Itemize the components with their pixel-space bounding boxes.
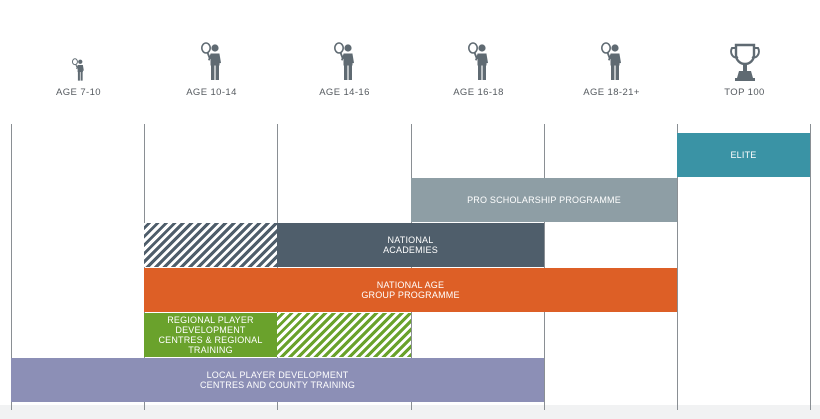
column-divider — [544, 124, 545, 410]
stage-column: AGE 10-14 — [145, 38, 279, 100]
stage-label: AGE 7-10 — [56, 87, 101, 98]
programme-bar: PRO SCHOLARSHIP PROGRAMME — [411, 178, 677, 222]
programme-label: ELITE — [730, 150, 757, 160]
programme-label: PRO SCHOLARSHIP PROGRAMME — [467, 195, 621, 205]
programme-bar: ELITE — [677, 133, 810, 177]
stage-column: AGE 14-16 — [278, 38, 412, 100]
player-racket-icon — [600, 38, 623, 82]
programme-label: REGIONAL PLAYER DEVELOPMENT CENTRES & RE… — [158, 315, 263, 355]
column-divider — [411, 124, 412, 410]
player-small-icon — [72, 38, 85, 82]
bottom-band — [0, 405, 820, 419]
stage-label: AGE 14-16 — [319, 87, 370, 98]
stage-label: AGE 16-18 — [453, 87, 504, 98]
column-divider — [277, 124, 278, 410]
stage-label: AGE 18-21+ — [583, 87, 640, 98]
stage-column: AGE 7-10 — [12, 38, 146, 100]
programme-bar: NATIONAL AGE GROUP PROGRAMME — [144, 268, 677, 312]
trophy-icon — [729, 38, 760, 82]
column-divider — [677, 124, 678, 410]
player-racket-icon — [467, 38, 490, 82]
stage-column: AGE 16-18 — [412, 38, 546, 100]
player-racket-icon — [333, 38, 356, 82]
programme-bar: NATIONAL ACADEMIES — [277, 223, 544, 267]
column-divider — [11, 124, 12, 410]
programme-label: LOCAL PLAYER DEVELOPMENT CENTRES AND COU… — [199, 370, 356, 390]
stage-label: TOP 100 — [724, 87, 765, 98]
programme-hatch-extension — [144, 223, 277, 267]
programme-label: NATIONAL AGE GROUP PROGRAMME — [361, 280, 460, 300]
stage-column: AGE 18-21+ — [545, 38, 679, 100]
programme-hatch-extension — [277, 313, 411, 357]
column-divider — [144, 124, 145, 410]
stage-label: AGE 10-14 — [186, 87, 237, 98]
programme-bar: LOCAL PLAYER DEVELOPMENT CENTRES AND COU… — [11, 358, 544, 402]
stage-column: TOP 100 — [678, 38, 812, 100]
programme-bar: REGIONAL PLAYER DEVELOPMENT CENTRES & RE… — [144, 313, 277, 357]
programme-label: NATIONAL ACADEMIES — [383, 235, 438, 255]
column-divider — [810, 124, 811, 410]
player-racket-icon — [200, 38, 223, 82]
